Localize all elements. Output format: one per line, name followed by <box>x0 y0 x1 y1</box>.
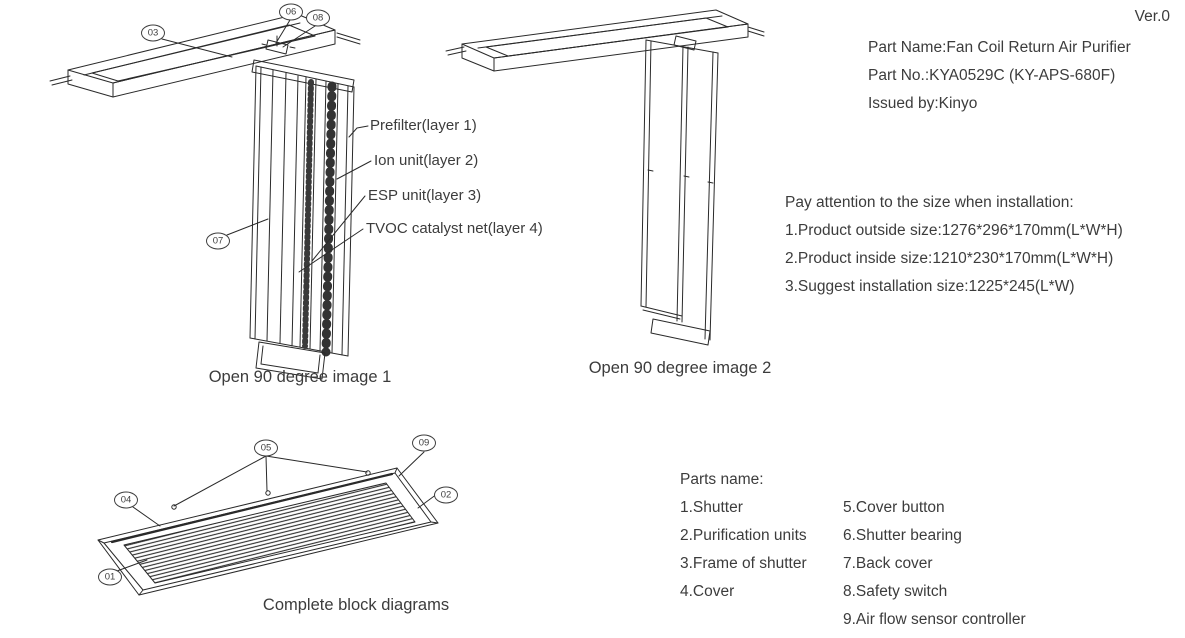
ceiling-frame-2 <box>445 9 765 72</box>
callout-09-label: 09 <box>418 437 430 449</box>
callout-01: 01 <box>98 568 122 586</box>
caption-complete-block-diagrams: Complete block diagrams <box>262 596 450 614</box>
callout-04-label: 04 <box>120 494 132 506</box>
layer-label-ion-unit: Ion unit(layer 2) <box>374 152 479 169</box>
callout-03-label: 03 <box>147 27 159 39</box>
layer-label-esp-unit: ESP unit(layer 3) <box>368 187 482 204</box>
empty-frame-open <box>640 35 719 346</box>
part-number-label: Part No.:KYA0529C (KY-APS-680F) <box>868 67 1116 84</box>
part-item-cover-button: 5.Cover button <box>843 499 945 516</box>
callout-06: 06 <box>279 3 303 21</box>
callout-08-label: 08 <box>312 12 324 24</box>
installation-item-2: 2.Product inside size:1210*230*170mm(L*W… <box>785 250 1114 267</box>
callout-01-label: 01 <box>104 571 116 583</box>
issued-by-label: Issued by:Kinyo <box>868 95 978 112</box>
parts-list: Parts name: 1.Shutter 2.Purification uni… <box>680 466 1026 634</box>
header-meta-block: Part Name:Fan Coil Return Air Purifier P… <box>868 34 1131 118</box>
callout-05-label: 05 <box>260 442 272 454</box>
ceiling-frame-1 <box>49 13 361 98</box>
part-item-frame-of-shutter: 3.Frame of shutter <box>680 555 807 572</box>
part-item-cover: 4.Cover <box>680 583 735 600</box>
layer-label-prefilter: Prefilter(layer 1) <box>370 117 477 134</box>
callout-leaders-1 <box>161 19 316 236</box>
callout-09: 09 <box>412 434 436 452</box>
callout-06-label: 06 <box>285 6 297 18</box>
open-90-image-2-drawing <box>445 9 765 346</box>
open-90-image-1-drawing <box>49 13 372 380</box>
part-item-purification-units: 2.Purification units <box>680 527 807 544</box>
layer-label-tvoc-net: TVOC catalyst net(layer 4) <box>366 220 543 237</box>
assembled-unit <box>97 467 439 596</box>
callout-02: 02 <box>434 486 458 504</box>
callout-08: 08 <box>306 9 330 27</box>
caption-open-90-image-1: Open 90 degree image 1 <box>208 368 392 386</box>
parts-list-columns: 1.Shutter 2.Purification units 3.Frame o… <box>680 494 1026 634</box>
callout-07-label: 07 <box>212 235 224 247</box>
layer-label-leaders <box>298 125 372 273</box>
callout-04: 04 <box>114 491 138 509</box>
installation-item-3: 3.Suggest installation size:1225*245(L*W… <box>785 278 1075 295</box>
callout-leaders-complete <box>116 451 438 572</box>
caption-open-90-image-2: Open 90 degree image 2 <box>588 359 772 377</box>
purifier-unit-open <box>249 59 355 380</box>
version-label: Ver.0 <box>1134 8 1170 25</box>
callout-07: 07 <box>206 232 230 250</box>
callout-05: 05 <box>254 439 278 457</box>
callout-02-label: 02 <box>440 489 452 501</box>
part-item-back-cover: 7.Back cover <box>843 555 933 572</box>
parts-column-2: 5.Cover button 6.Shutter bearing 7.Back … <box>843 494 1026 634</box>
part-name-label: Part Name:Fan Coil Return Air Purifier <box>868 39 1131 56</box>
part-item-air-flow-sensor-controller: 9.Air flow sensor controller <box>843 611 1026 628</box>
callout-03: 03 <box>141 24 165 42</box>
installation-note: Pay attention to the size when installat… <box>785 189 1123 301</box>
complete-block-drawing <box>97 451 439 596</box>
parts-list-title: Parts name: <box>680 471 764 488</box>
part-item-shutter: 1.Shutter <box>680 499 743 516</box>
installation-title: Pay attention to the size when installat… <box>785 194 1074 211</box>
hinge-hardware-1 <box>261 35 296 55</box>
part-item-shutter-bearing: 6.Shutter bearing <box>843 527 962 544</box>
installation-item-1: 1.Product outside size:1276*296*170mm(L*… <box>785 222 1123 239</box>
parts-column-1: 1.Shutter 2.Purification units 3.Frame o… <box>680 494 843 634</box>
part-item-safety-switch: 8.Safety switch <box>843 583 948 600</box>
